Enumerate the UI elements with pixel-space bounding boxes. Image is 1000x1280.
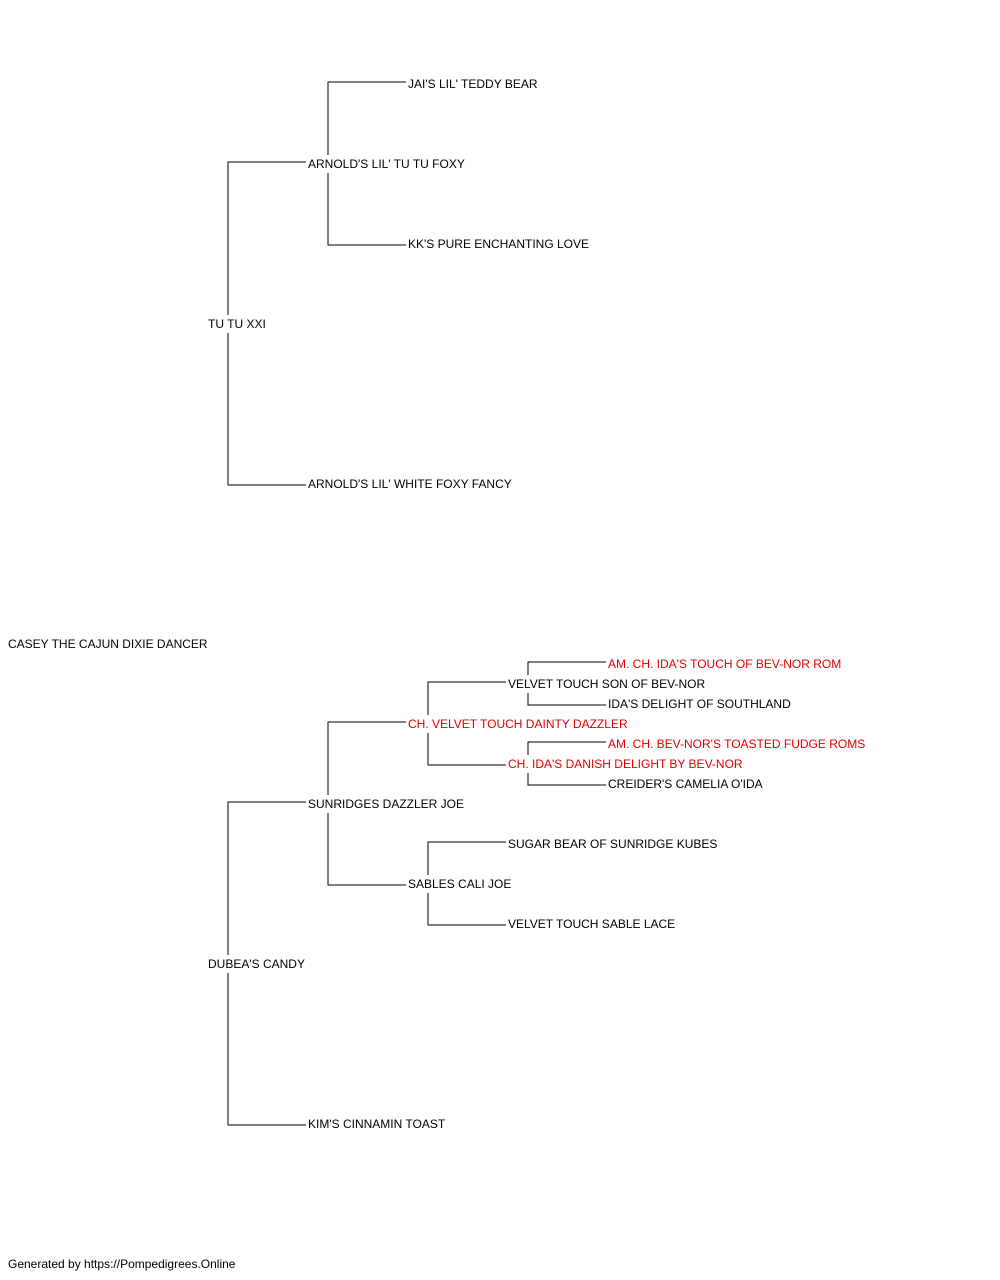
subject-name: CASEY THE CAJUN DIXIE DANCER <box>8 637 208 651</box>
dam-name: DUBEA'S CANDY <box>208 957 305 971</box>
bracket-velvet-touch-dainty-dazzler <box>427 681 506 766</box>
bracket-sunridges-dazzler-joe <box>327 721 406 886</box>
dam-sire-sire-dam-sire-name: AM. CH. BEV-NOR'S TOASTED FUDGE ROMS <box>608 737 866 751</box>
dam-sire-sire-dam-name: CH. IDA'S DANISH DELIGHT BY BEV-NOR <box>508 757 743 771</box>
dam-sire-name: SUNRIDGES DAZZLER JOE <box>308 797 465 811</box>
dam-sire-sire-name: CH. VELVET TOUCH DAINTY DAZZLER <box>408 717 628 731</box>
bracket-idas-danish-delight <box>527 741 606 786</box>
bracket-tu-tu-xxi <box>227 161 306 486</box>
dam-sire-sire-sire-sire-name: AM. CH. IDA'S TOUCH OF BEV-NOR ROM <box>608 657 842 671</box>
dam-sire-sire-dam-dam-name: CREIDER'S CAMELIA O'IDA <box>608 777 763 791</box>
dam-sire-dam-sire-name: SUGAR BEAR OF SUNRIDGE KUBES <box>508 837 718 851</box>
dam-dam-name: KIM'S CINNAMIN TOAST <box>308 1117 446 1131</box>
sire-sire-sire-name: JAI'S LIL' TEDDY BEAR <box>408 77 538 91</box>
sire-dam-name: ARNOLD'S LIL' WHITE FOXY FANCY <box>308 477 512 491</box>
dam-sire-sire-sire-name: VELVET TOUCH SON OF BEV-NOR <box>508 677 706 691</box>
generated-by-footer: Generated by https://Pompedigrees.Online <box>8 1257 236 1271</box>
dam-sire-sire-sire-dam-name: IDA'S DELIGHT OF SOUTHLAND <box>608 697 791 711</box>
sire-sire-name: ARNOLD'S LIL' TU TU FOXY <box>308 157 465 171</box>
sire-sire-dam-name: KK'S PURE ENCHANTING LOVE <box>408 237 589 251</box>
bracket-sables-cali-joe <box>427 841 506 926</box>
bracket-velvet-touch-son <box>527 661 606 706</box>
bracket-arnolds-tu-tu-foxy <box>327 81 406 246</box>
dam-sire-dam-dam-name: VELVET TOUCH SABLE LACE <box>508 917 676 931</box>
dam-sire-dam-name: SABLES CALI JOE <box>408 877 512 891</box>
bracket-dubeas-candy <box>227 801 306 1126</box>
sire-name: TU TU XXI <box>208 317 266 331</box>
